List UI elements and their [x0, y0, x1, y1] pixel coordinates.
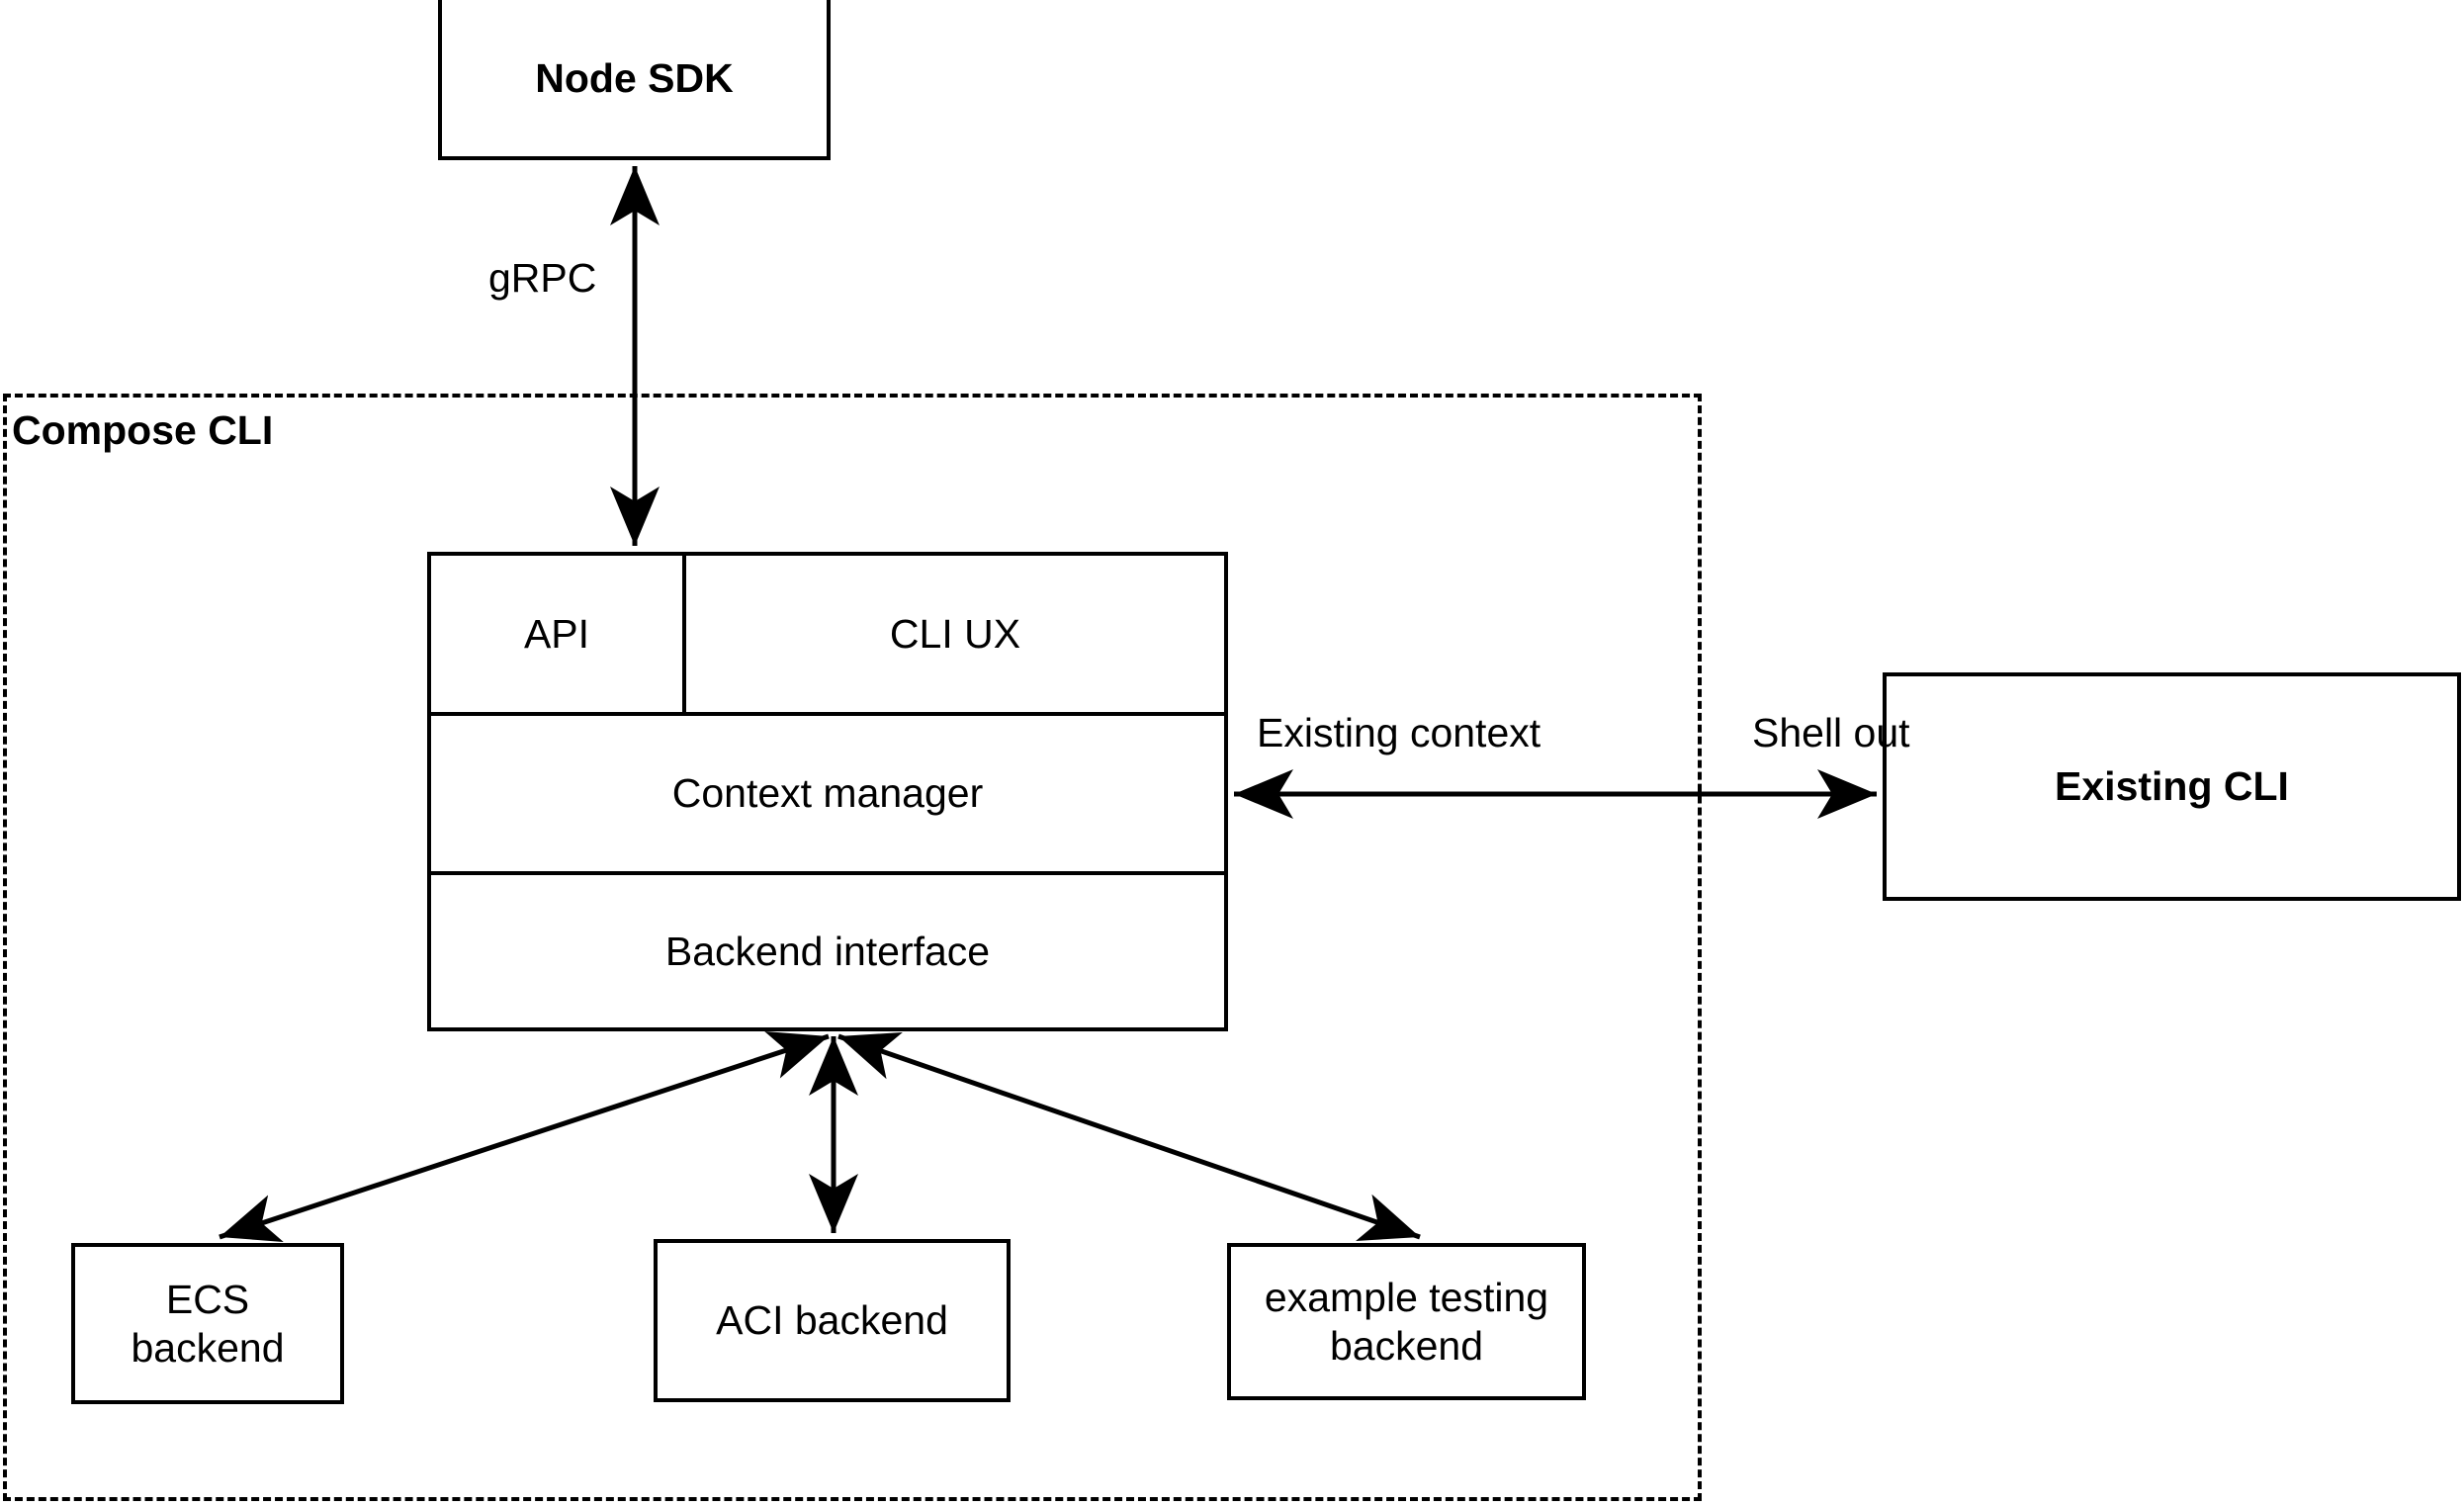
grpc-edge-label: gRPC: [488, 255, 597, 301]
api-cliux-row: API CLI UX: [431, 556, 1224, 712]
example-testing-backend-label: example testing backend: [1264, 1275, 1549, 1369]
node-sdk-label: Node SDK: [535, 54, 734, 101]
example-testing-backend-box[interactable]: example testing backend: [1227, 1243, 1586, 1400]
cli-ux-label: CLI UX: [889, 610, 1021, 657]
existing-cli-box[interactable]: Existing CLI: [1883, 672, 2461, 901]
existing-context-edge-label: Existing context: [1257, 710, 1541, 755]
compose-cli-group-label: Compose CLI: [12, 407, 274, 453]
node-sdk-box[interactable]: Node SDK: [438, 0, 831, 160]
context-manager-cell[interactable]: Context manager: [431, 716, 1224, 871]
aci-backend-box[interactable]: ACI backend: [654, 1239, 1011, 1402]
shell-out-edge-label: Shell out: [1752, 710, 1910, 755]
context-manager-row: Context manager: [431, 712, 1224, 871]
backend-interface-label: Backend interface: [664, 928, 991, 974]
existing-cli-label: Existing CLI: [2055, 763, 2289, 810]
api-cell[interactable]: API: [431, 556, 682, 712]
context-manager-label: Context manager: [671, 770, 984, 816]
backend-interface-row: Backend interface: [431, 871, 1224, 1027]
compose-cli-group: [3, 394, 1702, 1501]
ecs-backend-box[interactable]: ECS backend: [71, 1243, 344, 1404]
ecs-backend-label: ECS backend: [131, 1277, 285, 1371]
backend-interface-cell[interactable]: Backend interface: [431, 875, 1224, 1027]
cli-ux-cell[interactable]: CLI UX: [682, 556, 1224, 712]
api-label: API: [523, 610, 590, 657]
compose-cli-core-stack: API CLI UX Context manager Backend inter…: [427, 552, 1228, 1031]
aci-backend-label: ACI backend: [716, 1297, 948, 1344]
